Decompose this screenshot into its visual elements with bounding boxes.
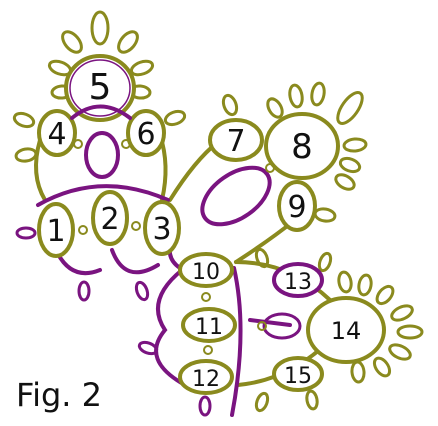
ring-7-shape (208, 118, 264, 162)
picot (313, 207, 337, 223)
ring-6-shape (126, 109, 166, 157)
arc-under-23 (110, 248, 160, 275)
ring-12-label: 12 (192, 367, 220, 392)
thread-11-14 (248, 318, 292, 327)
ring-6-label: 6 (136, 117, 155, 152)
thread-center (230, 266, 243, 417)
picot (198, 395, 212, 417)
picot (12, 111, 36, 129)
picot (77, 280, 91, 302)
picot (129, 59, 155, 77)
picot (305, 389, 319, 411)
ring-11-label: 11 (195, 315, 223, 340)
picot (375, 284, 395, 306)
picot (396, 324, 424, 340)
ring-5-shape (64, 54, 136, 122)
picot (266, 97, 284, 119)
connector (257, 321, 267, 331)
ring-9-shape (277, 180, 317, 232)
connector-dots (73, 139, 275, 355)
ring-5-label: 5 (89, 67, 112, 108)
connector (121, 139, 131, 149)
ring-10-shape (178, 252, 234, 288)
ring-3-label: 3 (152, 212, 171, 247)
ring-13-shape (272, 262, 324, 298)
ring-9-label: 9 (287, 190, 306, 225)
arc-left-10-12 (154, 268, 187, 387)
picot (350, 360, 366, 384)
ring-15-label: 15 (284, 364, 312, 389)
inner-ring-upper (84, 131, 120, 179)
picot (336, 91, 364, 125)
purple-threads (36, 184, 292, 417)
picot (61, 30, 83, 54)
ring-11-shape (181, 307, 237, 343)
picot (338, 156, 362, 174)
ring-labels: 5 4 6 1 2 3 7 8 9 10 11 12 13 14 15 (46, 67, 361, 392)
inner-ring-middle (200, 165, 272, 227)
picot (221, 93, 239, 117)
picot (288, 83, 304, 109)
ring-8-shape (264, 112, 340, 180)
picot (334, 173, 356, 191)
picots-olive (12, 10, 424, 413)
picot (372, 356, 392, 378)
picot (390, 304, 414, 322)
ring-1-shape (37, 202, 75, 258)
arc-top-123 (36, 184, 170, 207)
ring-7-label: 7 (226, 124, 245, 159)
ring-3-shape (143, 200, 181, 256)
arc-4-6 (70, 104, 132, 120)
ring-15-shape (272, 356, 324, 392)
ring-5-inner (69, 59, 131, 117)
connector (131, 221, 141, 231)
picot (337, 270, 353, 294)
picots-purple (15, 226, 212, 417)
ring-14-label: 14 (331, 317, 362, 345)
picot (254, 391, 270, 413)
ring-2-shape (91, 190, 129, 246)
picot (357, 273, 373, 297)
picot (388, 343, 412, 361)
picot (254, 247, 270, 269)
ring-1-label: 1 (46, 214, 65, 249)
picot (134, 280, 150, 302)
picot (14, 147, 38, 163)
connector (203, 345, 213, 355)
picot (90, 10, 110, 46)
thread-left (34, 138, 47, 202)
ring-13-label: 13 (284, 270, 312, 295)
connector (265, 163, 275, 173)
picot (342, 137, 368, 153)
ring-5 (64, 54, 136, 122)
inner-rings (84, 131, 302, 340)
ring-12-shape (178, 359, 234, 395)
figure-label: Fig. 2 (16, 376, 102, 414)
ring-2-label: 2 (100, 202, 119, 237)
inner-ring-right (262, 312, 302, 340)
picot (310, 81, 326, 107)
picot (15, 226, 37, 240)
ring-14-shape (306, 296, 386, 364)
connector (78, 225, 88, 235)
ring-4-shape (37, 109, 77, 157)
ring-8-label: 8 (291, 127, 313, 167)
picot (163, 109, 187, 127)
picot (117, 30, 139, 54)
connector (201, 292, 211, 302)
connector (73, 139, 83, 149)
ring-4-label: 4 (47, 117, 66, 152)
picot (137, 340, 159, 356)
ring-10-label: 10 (192, 260, 220, 285)
picot (317, 251, 333, 273)
